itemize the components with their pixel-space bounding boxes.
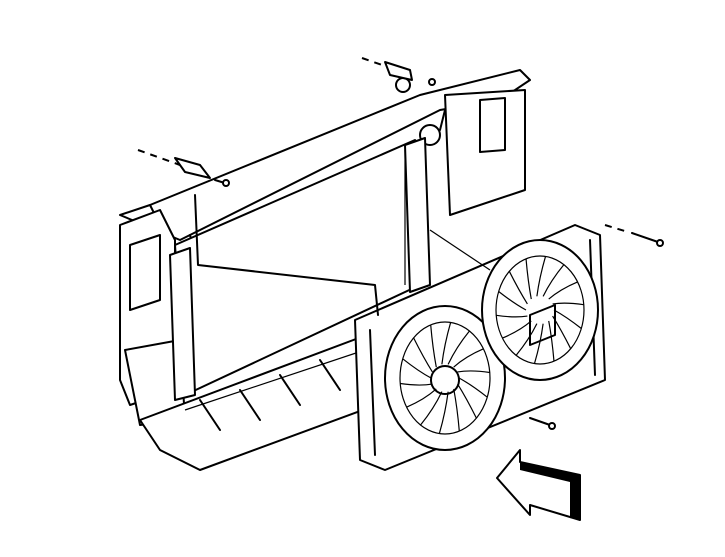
fastener-bracket-left	[137, 149, 230, 187]
fan-blade	[548, 320, 555, 362]
fan-blade	[548, 281, 578, 300]
fan-blade	[453, 388, 460, 432]
fastener-bracket-top	[361, 57, 436, 86]
fan-blade	[502, 320, 532, 339]
bolt-lower	[529, 417, 556, 430]
fan-blade	[552, 302, 584, 306]
bolt-right	[604, 224, 664, 247]
fan-blade	[536, 256, 547, 297]
fan-blade	[533, 323, 544, 364]
fan-blade	[402, 358, 432, 379]
fan-blade	[430, 324, 437, 368]
fan-blade	[400, 382, 433, 386]
fan-blade	[413, 337, 433, 373]
fan-blade	[447, 330, 470, 365]
cooling-fan-right	[481, 239, 599, 381]
radiator-support-lower	[139, 329, 391, 471]
fan-blade	[542, 264, 565, 297]
fan-blade	[457, 383, 477, 419]
leader-line	[194, 194, 379, 316]
fan-blade	[441, 322, 452, 365]
radiator	[169, 137, 431, 401]
cooling-fan-left	[384, 305, 506, 451]
fan-blade	[525, 258, 532, 300]
radiator-support-upper	[119, 69, 531, 256]
fan-blade	[553, 309, 582, 329]
fan-blade	[420, 391, 443, 426]
fan-blade	[438, 391, 449, 434]
fan-blade	[515, 323, 538, 356]
leader-line	[429, 229, 491, 271]
fan-blade	[496, 314, 528, 318]
fan-blade	[498, 291, 527, 311]
fan-blade	[458, 377, 488, 398]
radiator-support-left	[119, 209, 186, 426]
fan-blade	[508, 271, 528, 305]
fan-blade	[453, 348, 484, 368]
fan-blade	[406, 388, 437, 408]
fan-blade	[457, 370, 490, 374]
fan-blade	[552, 315, 572, 349]
direction-arrow-icon	[496, 449, 581, 521]
